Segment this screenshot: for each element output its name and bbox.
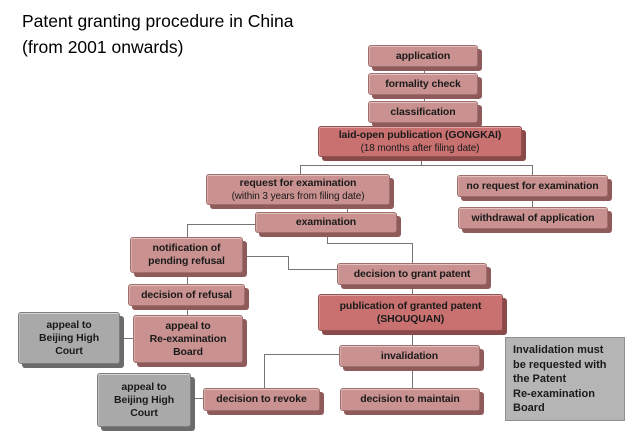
flow-node-appeal-beijing-court-2: appeal to Beijing High Court xyxy=(97,373,191,427)
flow-node-decision-revoke: decision to revoke xyxy=(203,388,320,411)
invalidation-note: Invalidation must be requested with the … xyxy=(505,337,625,421)
flow-node-no-request-examination: no request for examination xyxy=(457,175,608,197)
flow-node-examination: examination xyxy=(255,212,397,233)
connector-laidopen-branch xyxy=(421,157,422,165)
connector-refusal-board xyxy=(187,306,188,315)
diagram-title: Patent granting procedure in China (from… xyxy=(22,8,382,60)
connector-invalidation-revoke-v xyxy=(264,354,265,388)
flow-node-withdrawal: withdrawal of application xyxy=(458,207,608,229)
flow-node-appeal-reexamination-board: appeal to Re-examination Board xyxy=(133,315,243,363)
connector-notification-grant-h2 xyxy=(288,269,337,270)
connector-request-examination xyxy=(347,205,348,212)
connector-formality-classification xyxy=(424,95,425,101)
connector-notification-refusal xyxy=(187,273,188,284)
connector-grant-publication xyxy=(412,285,413,294)
connector-publication-invalidation xyxy=(412,331,413,345)
connector-classification-laidopen xyxy=(424,123,425,127)
diagram-title-line2: (from 2001 onwards) xyxy=(22,37,184,57)
flow-node-invalidation: invalidation xyxy=(339,345,480,367)
flow-node-decision-grant: decision to grant patent xyxy=(337,263,487,285)
flow-node-laid-open-publication: laid-open publication (GONGKAI) (18 mont… xyxy=(318,126,522,157)
flow-node-application: application xyxy=(368,45,478,67)
connector-branch-request xyxy=(300,165,301,174)
flow-node-request-examination: request for examination (within 3 years … xyxy=(206,174,390,205)
connector-examination-grant-v2 xyxy=(412,243,413,263)
flow-node-classification: classification xyxy=(368,101,478,123)
connector-court2-revoke xyxy=(188,398,203,399)
flow-node-decision-maintain: decision to maintain xyxy=(340,388,480,411)
connector-examination-grant-h xyxy=(327,243,413,244)
connector-norequest-withdrawal xyxy=(532,197,533,207)
connector-branch-horizontal xyxy=(300,165,533,166)
flow-node-notification-pending-refusal: notification of pending refusal xyxy=(130,237,243,273)
flow-node-formality-check: formality check xyxy=(368,73,478,95)
connector-branch-norequest xyxy=(532,165,533,175)
laid-open-sublabel: (18 months after filing date) xyxy=(360,142,480,154)
connector-notification-grant-v xyxy=(288,256,289,270)
laid-open-label: laid-open publication (GONGKAI) xyxy=(338,128,502,141)
diagram-title-line1: Patent granting procedure in China xyxy=(22,11,294,31)
connector-invalidation-revoke-h xyxy=(264,354,340,355)
flow-node-decision-refusal: decision of refusal xyxy=(128,284,245,306)
request-examination-sublabel: (within 3 years from filing date) xyxy=(231,190,365,202)
connector-court1-board xyxy=(120,338,133,339)
flow-node-appeal-beijing-court-1: appeal to Beijing High Court xyxy=(18,312,120,364)
flow-node-publication-granted: publication of granted patent (SHOUQUAN) xyxy=(318,294,503,331)
connector-examination-notification-v xyxy=(187,224,188,237)
connector-examination-grant-v1 xyxy=(327,233,328,244)
connector-notification-grant-h1 xyxy=(243,256,289,257)
request-examination-label: request for examination xyxy=(239,176,357,189)
connector-invalidation-maintain xyxy=(412,367,413,388)
connector-application-formality xyxy=(424,67,425,73)
connector-examination-notification-h xyxy=(187,224,255,225)
